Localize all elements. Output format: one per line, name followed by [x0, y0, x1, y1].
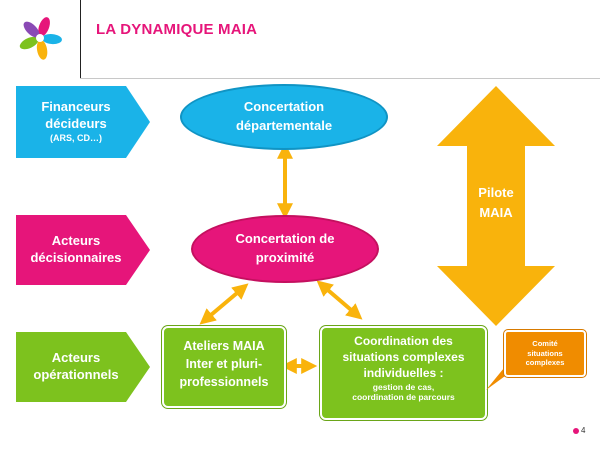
page-dot-icon — [573, 427, 579, 434]
pilote-double-arrow — [437, 86, 555, 326]
pilote-line1: Pilote — [478, 185, 514, 200]
coordination-line3: individuelles : — [363, 366, 444, 381]
row-label-operationnels: Acteurs opérationnels — [16, 332, 136, 402]
decisionnaires-line1: Acteurs — [51, 233, 101, 249]
financeurs-line1: Financeurs — [41, 99, 111, 115]
comite-line2: situations — [527, 348, 563, 358]
operationnels-line2: opérationnels — [33, 367, 119, 382]
coordination-line5: coordination de parcours — [352, 392, 455, 403]
header-vertical-divider — [80, 0, 81, 78]
row-arrow-financeurs — [16, 86, 150, 158]
arrow-prox-ateliers — [199, 283, 249, 325]
row-label-financeurs: Financeurs décideurs (ARS, CD…) — [16, 86, 136, 158]
concertation-prox-line1: Concertation de — [235, 231, 335, 247]
node-coordination-situations: Coordination des situations complexes in… — [320, 326, 487, 420]
coordination-line2: situations complexes — [342, 350, 465, 365]
node-ateliers-maia: Ateliers MAIA Inter et pluri- profession… — [162, 326, 286, 408]
page-title: LA DYNAMIQUE MAIA — [96, 21, 258, 38]
pilote-label: Pilote MAIA — [467, 183, 525, 222]
coordination-line4: gestion de cas, — [372, 381, 435, 392]
financeurs-line3: (ARS, CD…) — [50, 133, 102, 144]
comite-line1: Comité — [532, 338, 558, 348]
financeurs-line2: décideurs — [45, 116, 107, 132]
concertation-prox-line2: proximité — [255, 250, 315, 265]
operationnels-line1: Acteurs — [51, 350, 101, 366]
concertation-dep-line1: Concertation — [243, 99, 325, 115]
header-horizontal-divider — [80, 78, 600, 79]
comite-line3: complexes — [525, 358, 565, 368]
maia-logo — [19, 17, 62, 60]
decisionnaires-line2: décisionnaires — [30, 250, 122, 265]
row-arrow-decisionnaires — [16, 215, 150, 285]
arrow-prox-coordination — [316, 280, 363, 320]
ateliers-line1: Ateliers MAIA — [183, 339, 265, 353]
coordination-line1: Coordination des — [354, 334, 453, 348]
row-arrow-operationnels — [16, 332, 150, 402]
node-concertation-departementale: Concertation départementale — [180, 84, 388, 150]
ateliers-line2: Inter et pluri- — [185, 357, 263, 372]
ateliers-line3: professionnels — [179, 375, 269, 390]
concertation-dep-line2: départementale — [235, 118, 333, 133]
page-number: 4 — [573, 426, 585, 435]
comite-situations-complexes: Comité situations complexes — [504, 330, 586, 377]
row-label-decisionnaires: Acteurs décisionnaires — [16, 215, 136, 285]
node-concertation-proximite: Concertation de proximité — [191, 215, 379, 283]
page-number-text: 4 — [581, 426, 586, 435]
pilote-line2: MAIA — [479, 204, 513, 220]
